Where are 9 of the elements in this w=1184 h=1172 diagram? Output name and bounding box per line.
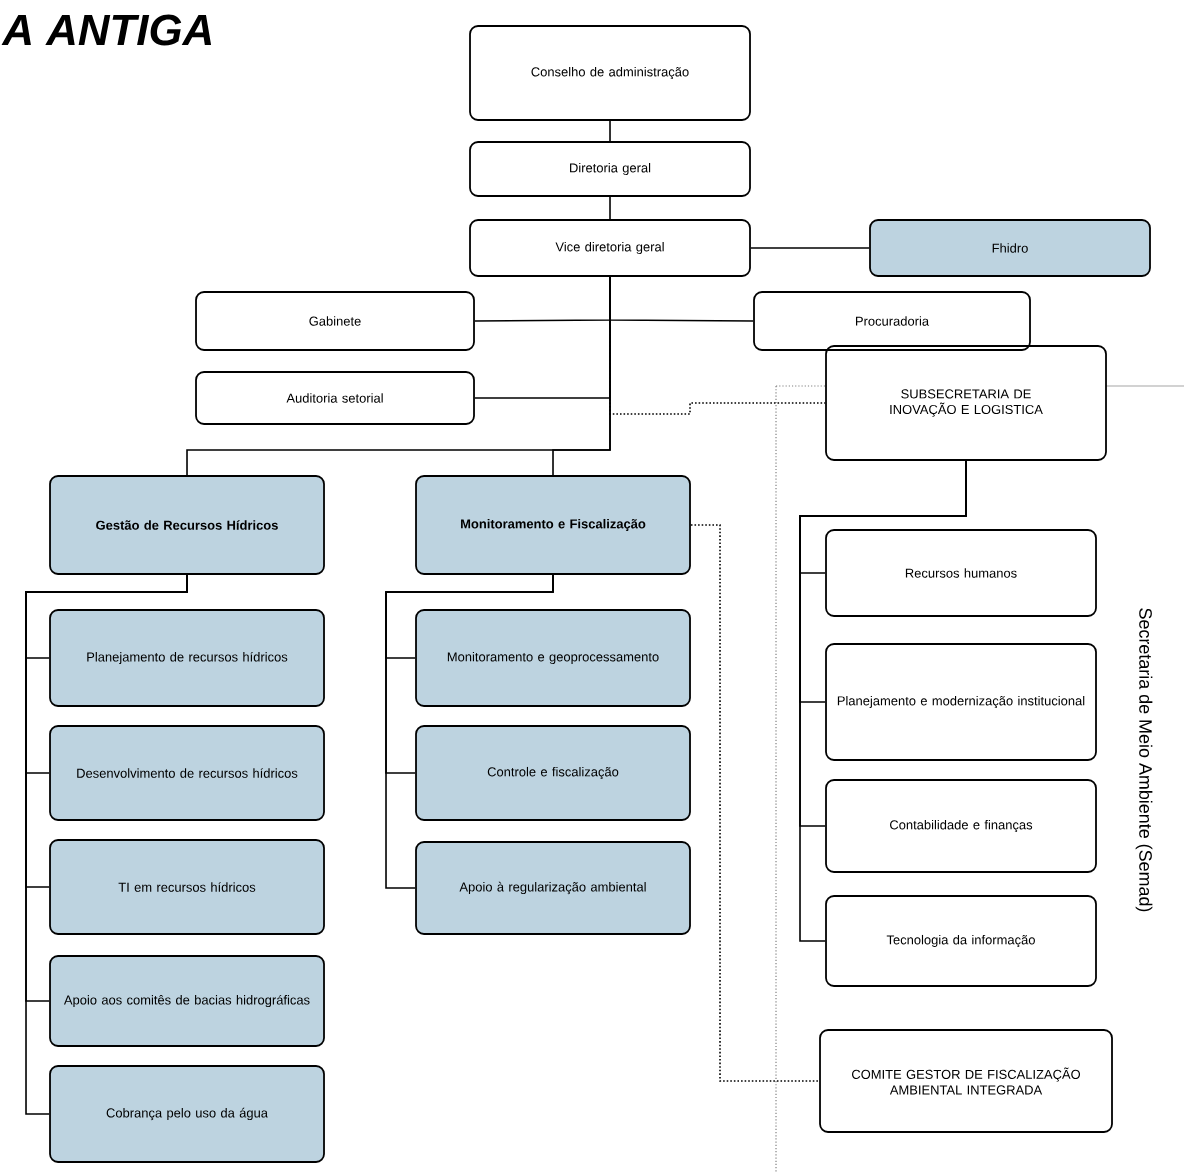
vertical-label: Secretaria de Meio Ambiente (Semad) [1135,608,1153,912]
title: A ANTIGA [1,14,212,46]
connector [750,247,870,249]
connector [690,524,820,1082]
connector [385,574,554,889]
connector [609,196,611,220]
connector [609,120,611,142]
connector [552,276,611,476]
connector [609,276,826,415]
